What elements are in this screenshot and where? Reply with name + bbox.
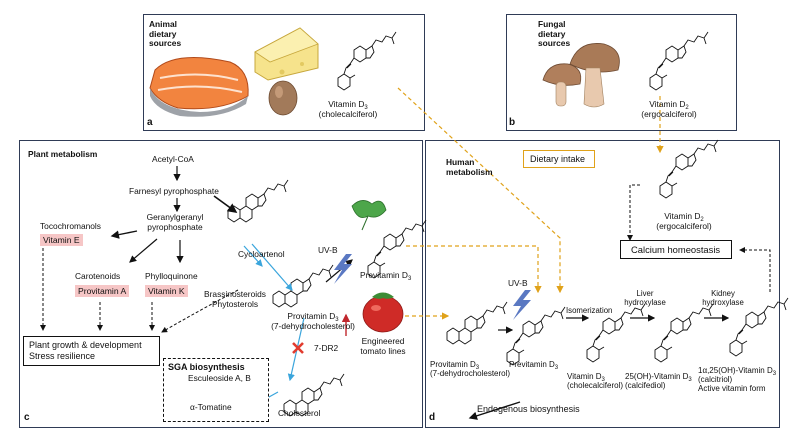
- provitamin-a-badge: Provitamin A: [75, 285, 130, 297]
- compound-subscript: 2: [700, 217, 704, 223]
- vitamin-d2-structure-b: [649, 31, 709, 91]
- panel-b-title: Fungal dietary sources: [538, 19, 571, 49]
- dietary-intake-box: Dietary intake: [523, 150, 595, 168]
- compound-name: 25(OH)-Vitamin D: [625, 372, 689, 381]
- panel-c: [19, 140, 423, 428]
- compound-name: Provitamin D: [287, 311, 336, 321]
- compound-common-name: (ergocalciferol): [641, 108, 697, 119]
- panel-d: [425, 140, 780, 428]
- uvb-bolt-icon: [334, 254, 352, 284]
- tocochromanols-label: Tocochromanols: [40, 221, 101, 231]
- compound-common-name: (cholecalciferol): [567, 381, 624, 391]
- cycloartenol-label: Cycloartenol: [238, 249, 285, 259]
- sga-biosynthesis-box: [163, 358, 269, 422]
- provitamin-d3-structure-d: [446, 301, 508, 345]
- previtamin-d3-label-c: Previtamin D3: [360, 270, 412, 282]
- compound-name: Vitamin D: [649, 99, 686, 109]
- egg-icon: [268, 80, 298, 116]
- tomato-icon: [362, 292, 404, 333]
- uvb-label-d: UV-B: [508, 278, 528, 288]
- calcitriol-label: 1α,25(OH)-Vitamin D3 (calcitriol) Active…: [698, 366, 776, 394]
- endogenous-biosynthesis-label: Endogenous biosynthesis: [477, 404, 580, 414]
- uvb-label-c: UV-B: [318, 245, 338, 255]
- compound-subscript: 3: [335, 317, 339, 323]
- vitamin-d3-structure-a: [337, 31, 397, 91]
- compound-name: 1α,25(OH)-Vitamin D: [698, 366, 773, 375]
- liver-hydroxylase-label: Liver hydroxylase: [624, 289, 666, 307]
- provitamin-d3-label-c: Provitamin D3 (7-dehydrocholesterol): [271, 311, 355, 331]
- panel-a-title: Animal dietary sources: [149, 19, 182, 49]
- compound-subscript: 3: [601, 377, 605, 383]
- kidney-hydroxylase-label: Kidney hydroxylase: [702, 289, 744, 307]
- salmon-icon: [149, 57, 249, 117]
- phylloquinone-label: Phylloquinone: [145, 271, 198, 281]
- compound-common-name: (calcifediol): [625, 381, 666, 391]
- farnesyl-label: Farnesyl pyrophosphate: [129, 186, 219, 196]
- vitamin-d2-label-d: Vitamin D2 (ergocalciferol): [650, 211, 718, 231]
- compound-subscript: 3: [688, 377, 692, 383]
- panel-d-title: Human metabolism: [446, 157, 493, 177]
- calcifediol-label: 25(OH)-Vitamin D3 (calcifediol): [625, 372, 692, 390]
- compound-name: Vitamin D: [664, 211, 701, 221]
- compound-subscript: 3: [554, 365, 559, 371]
- engineered-tomato-label: Engineered tomato lines: [360, 336, 406, 356]
- vitamin-d3-label-d: Vitamin D3 (cholecalciferol): [567, 372, 623, 390]
- dr2-label: 7-DR2: [314, 343, 339, 353]
- vitamin-e-badge: Vitamin E: [40, 234, 83, 246]
- compound-common-name: (ergocalciferol): [656, 220, 712, 231]
- sga-title: SGA biosynthesis: [168, 362, 245, 372]
- panel-a-compound-label: Vitamin D3 (cholecalciferol): [313, 99, 383, 119]
- compound-name: Provitamin D: [430, 360, 476, 369]
- compound-common-name: (7-dehydrocholesterol): [430, 369, 511, 379]
- uvb-bolt-icon: [513, 290, 531, 320]
- brassinosteroids-label: Brassinosteroids Phytosterols: [204, 289, 266, 309]
- compound-name: Vitamin D: [567, 372, 602, 381]
- panel-b: [506, 14, 737, 131]
- plant-growth-box: Plant growth & development Stress resili…: [23, 336, 160, 366]
- carotenoids-label: Carotenoids: [75, 271, 121, 281]
- panel-letter-c: c: [24, 412, 30, 423]
- compound-subscript: 2: [685, 105, 689, 111]
- panel-b-compound-label: Vitamin D2 (ergocalciferol): [634, 99, 704, 119]
- parsley-icon: [351, 200, 387, 231]
- compound-subscript: 3: [364, 105, 368, 111]
- cholesterol-label: Cholesterol: [278, 408, 321, 418]
- esculeoside-label: Esculeoside A, B: [188, 373, 251, 383]
- provitamin-d3-structure-c: [272, 264, 334, 308]
- compound-name: Previtamin D: [509, 360, 555, 369]
- provitamin-d3-label-d: Provitamin D3 (7-dehydrocholesterol): [430, 360, 510, 378]
- tomatine-label: α-Tomatine: [190, 402, 232, 412]
- vitamin-d2-structure-d: [659, 139, 719, 199]
- compound-common-name: (7-dehydrocholesterol): [271, 320, 355, 331]
- calcifediol-structure: [654, 303, 714, 363]
- geranyl-label: Geranylgeranyl pyrophosphate: [146, 212, 204, 232]
- compound-subscript: 3: [407, 276, 412, 282]
- calcium-homeostasis-box: Calcium homeostasis: [620, 240, 732, 259]
- mushroom-icon: [542, 43, 620, 108]
- panel-c-title: Plant metabolism: [28, 149, 98, 159]
- acetyl-coa-label: Acetyl-CoA: [152, 154, 194, 164]
- compound-common-name: (cholecalciferol): [318, 108, 378, 119]
- compound-common-name: (calcitriol): [698, 375, 733, 385]
- compound-subscript: 3: [772, 371, 777, 377]
- compound-name: Previtamin D: [360, 270, 408, 280]
- previtamin-d3-label-d: Previtamin D3: [509, 360, 559, 371]
- compound-name: Vitamin D: [328, 99, 365, 109]
- cheese-icon: [254, 27, 319, 81]
- panel-letter-b: b: [509, 117, 516, 128]
- blocked-x-icon: [292, 342, 304, 354]
- vitamin-k-badge: Vitamin K: [145, 285, 188, 297]
- panel-letter-d: d: [429, 412, 436, 423]
- cycloartenol-structure: [227, 179, 289, 223]
- isomerization-label: Isomerization: [566, 306, 613, 315]
- panel-letter-a: a: [147, 117, 153, 128]
- compound-subscript: 3: [475, 365, 480, 371]
- active-form-note: Active vitamin form: [698, 384, 766, 394]
